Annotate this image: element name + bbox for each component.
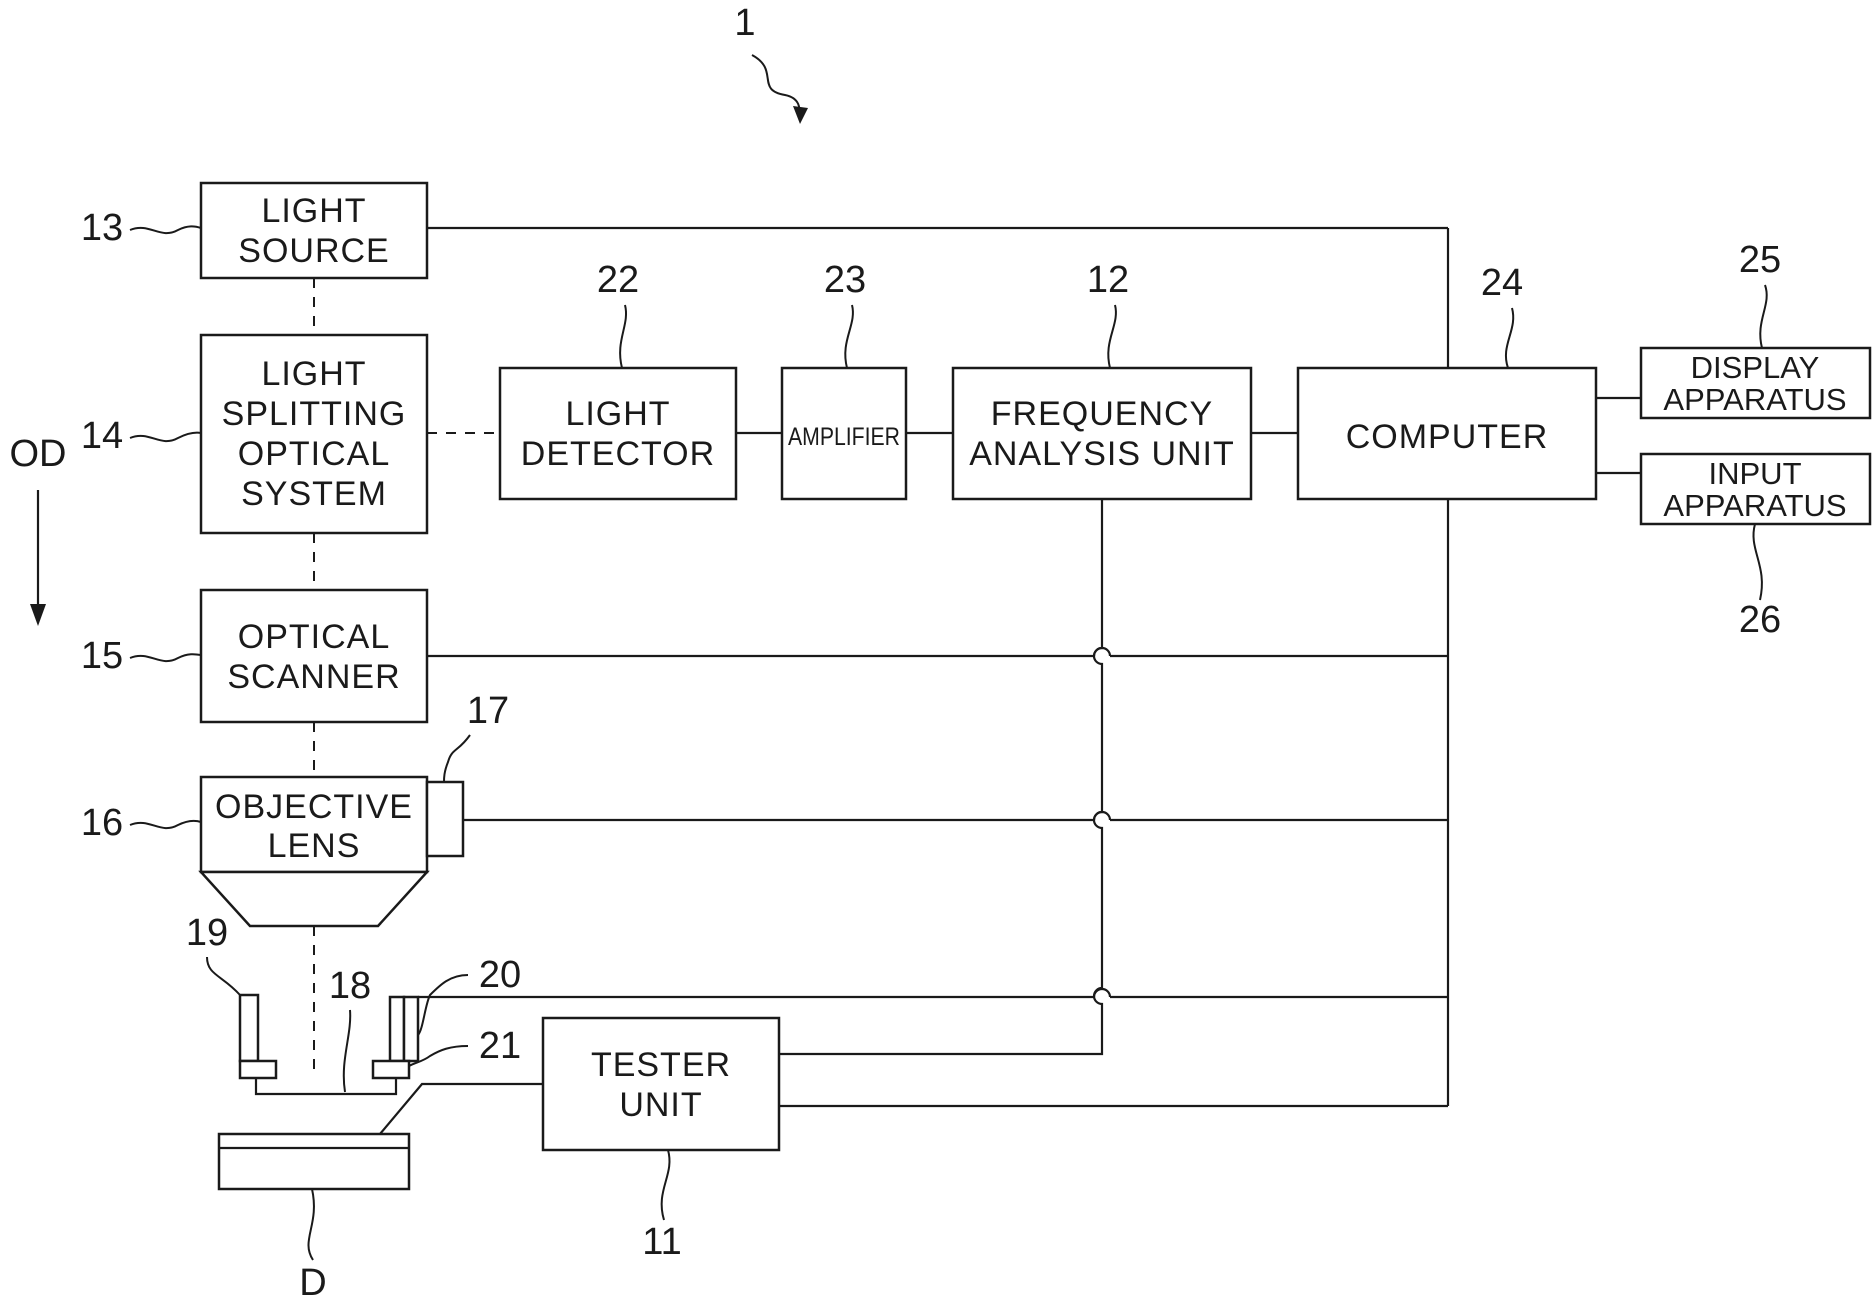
ref-13: 13: [81, 207, 123, 249]
wire-lens-hop: [1094, 812, 1110, 820]
computer-label: COMPUTER: [1346, 418, 1549, 456]
frequency-analysis-label-2: ANALYSIS UNIT: [969, 435, 1235, 473]
light-detector-label-2: DETECTOR: [521, 435, 715, 473]
leader-24: [1506, 308, 1513, 368]
wire-scanner-hop: [1094, 648, 1110, 656]
input-apparatus-label-1: INPUT: [1709, 456, 1802, 491]
frequency-analysis-block: FREQUENCY ANALYSIS UNIT 12: [953, 259, 1251, 499]
leader-18: [344, 1010, 350, 1092]
ref-15: 15: [81, 635, 123, 677]
ref-22: 22: [597, 259, 639, 301]
leader-D: [308, 1189, 313, 1260]
ref-16: 16: [81, 802, 123, 844]
leader-22: [620, 305, 626, 368]
light-source-label-1: LIGHT: [261, 192, 366, 230]
amplifier-label: AMPLIFIER: [788, 423, 900, 451]
frequency-analysis-box: [953, 368, 1251, 499]
light-splitting-label-2: SPLITTING: [222, 395, 407, 433]
tester-unit-block: TESTER UNIT 11: [543, 1018, 779, 1263]
ref-14: 14: [81, 415, 123, 457]
leader-15: [130, 654, 201, 661]
figure-number-leader: [752, 55, 800, 118]
display-apparatus-label-2: APPARATUS: [1663, 382, 1846, 417]
wire-holder-hop: [1094, 989, 1110, 997]
light-source-label-2: SOURCE: [238, 232, 389, 270]
figure-number: 1: [734, 2, 808, 124]
light-detector-box: [500, 368, 736, 499]
ref-D: D: [299, 1262, 326, 1301]
leader-23: [845, 305, 853, 368]
figure-number-label: 1: [734, 2, 755, 44]
leader-12: [1108, 305, 1116, 368]
tester-unit-label-2: UNIT: [619, 1086, 702, 1124]
leader-17: [444, 735, 470, 782]
tester-unit-label-1: TESTER: [591, 1046, 731, 1084]
light-splitting-block: LIGHT SPLITTING OPTICAL SYSTEM 14: [81, 335, 427, 533]
wire-tester-device: [380, 1084, 543, 1134]
frequency-analysis-label-1: FREQUENCY: [991, 395, 1213, 433]
tester-unit-box: [543, 1018, 779, 1150]
ref-20: 20: [479, 954, 521, 996]
leader-16: [130, 821, 201, 828]
device-box: [219, 1134, 409, 1189]
ref-18: 18: [329, 965, 371, 1007]
objective-lens-label-2: LENS: [268, 827, 361, 865]
leader-19: [207, 957, 240, 995]
optical-scanner-box: [201, 590, 427, 722]
ref-21: 21: [479, 1025, 521, 1067]
ref-25: 25: [1739, 239, 1781, 281]
holder-right-foot: [373, 1061, 409, 1078]
optical-scanner-block: OPTICAL SCANNER 15: [81, 590, 427, 722]
light-splitting-label-4: SYSTEM: [241, 475, 387, 513]
ref-19: 19: [186, 912, 228, 954]
ref-23: 23: [824, 259, 866, 301]
leader-25: [1760, 285, 1766, 348]
holder-right-post-2: [404, 997, 418, 1061]
optical-scanner-label-1: OPTICAL: [238, 618, 390, 656]
ref-24: 24: [1481, 262, 1523, 304]
light-splitting-label-3: OPTICAL: [238, 435, 390, 473]
ref-11: 11: [642, 1221, 681, 1263]
amplifier-block: AMPLIFIER 23: [782, 259, 906, 499]
ref-17: 17: [467, 690, 509, 732]
light-detector-label-1: LIGHT: [565, 395, 670, 433]
holder-assembly: 19 18 20 21: [186, 912, 521, 1094]
input-apparatus-block: INPUT APPARATUS 26: [1641, 454, 1870, 641]
light-detector-block: LIGHT DETECTOR 22: [500, 259, 736, 499]
lens-attachment-box: [427, 782, 463, 856]
optical-scanner-label-2: SCANNER: [227, 658, 400, 696]
holder-left-post: [240, 995, 258, 1061]
od-direction: OD: [10, 433, 67, 626]
od-arrowhead: [30, 604, 46, 626]
objective-lens-block: OBJECTIVE LENS 16 17: [81, 690, 509, 926]
display-apparatus-label-1: DISPLAY: [1691, 350, 1820, 385]
holder-right-post-1: [390, 997, 404, 1061]
leader-20: [418, 975, 468, 1035]
connections: [380, 228, 1641, 1134]
light-source-block: LIGHT SOURCE 13: [81, 183, 427, 278]
figure-number-arrowhead: [793, 106, 808, 124]
device-under-test: D: [219, 1134, 409, 1301]
display-apparatus-block: DISPLAY APPARATUS 25: [1641, 239, 1870, 418]
input-apparatus-label-2: APPARATUS: [1663, 488, 1846, 523]
leader-13: [130, 226, 201, 233]
leader-26: [1753, 524, 1761, 600]
wire-frequency-tester: [779, 499, 1102, 1054]
light-splitting-label-1: LIGHT: [261, 355, 366, 393]
objective-lens-label-1: OBJECTIVE: [215, 788, 413, 826]
ref-12: 12: [1087, 259, 1129, 301]
od-label: OD: [10, 433, 67, 475]
ref-26: 26: [1739, 599, 1781, 641]
leader-11: [662, 1150, 670, 1220]
leader-14: [130, 433, 201, 441]
objective-lens-tip: [201, 872, 427, 926]
holder-plate: [256, 1078, 396, 1094]
holder-left-foot: [240, 1061, 276, 1078]
